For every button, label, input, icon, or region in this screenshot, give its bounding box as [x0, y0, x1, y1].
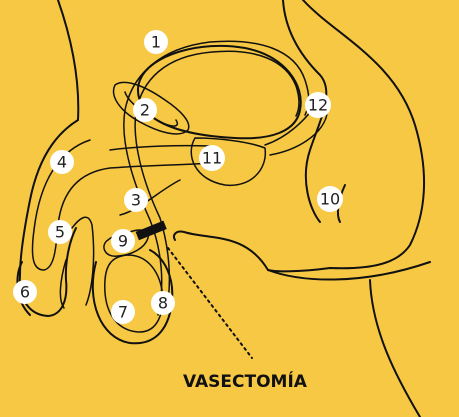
label-3: 3 — [124, 188, 148, 212]
abdomen-outline — [58, 0, 78, 120]
vasectomy-caption: VASECTOMÍA — [183, 370, 308, 392]
label-10: 10 — [317, 186, 343, 212]
label-5-text: 5 — [55, 223, 65, 242]
label-8: 8 — [151, 291, 175, 315]
label-6-text: 6 — [20, 283, 30, 302]
vas-deferens-inner — [135, 51, 299, 313]
label-12-text: 12 — [308, 96, 328, 115]
label-4-text: 4 — [57, 153, 67, 172]
perineum-outline — [370, 280, 420, 417]
label-5: 5 — [48, 220, 72, 244]
label-1-text: 1 — [151, 33, 161, 52]
label-3-text: 3 — [131, 191, 141, 210]
label-1: 1 — [144, 30, 168, 54]
vasectomy-leader-line — [168, 248, 252, 358]
corpus-cavernosum-inner — [110, 146, 210, 150]
label-2: 2 — [133, 98, 157, 122]
body-back-outline — [268, 0, 424, 271]
label-7-text: 7 — [118, 303, 128, 322]
label-7: 7 — [111, 300, 135, 324]
label-12: 12 — [305, 92, 331, 118]
label-4: 4 — [50, 150, 74, 174]
label-2-text: 2 — [140, 101, 150, 120]
label-9-text: 9 — [118, 232, 128, 251]
label-8-text: 8 — [158, 294, 168, 313]
label-11-text: 11 — [202, 149, 222, 168]
label-11: 11 — [199, 145, 225, 171]
label-6: 6 — [13, 280, 37, 304]
testicle-outline — [105, 255, 163, 332]
bladder-outline — [138, 46, 301, 138]
label-9: 9 — [111, 229, 135, 253]
penis-base-outline — [174, 232, 268, 270]
label-10-text: 10 — [320, 190, 340, 209]
